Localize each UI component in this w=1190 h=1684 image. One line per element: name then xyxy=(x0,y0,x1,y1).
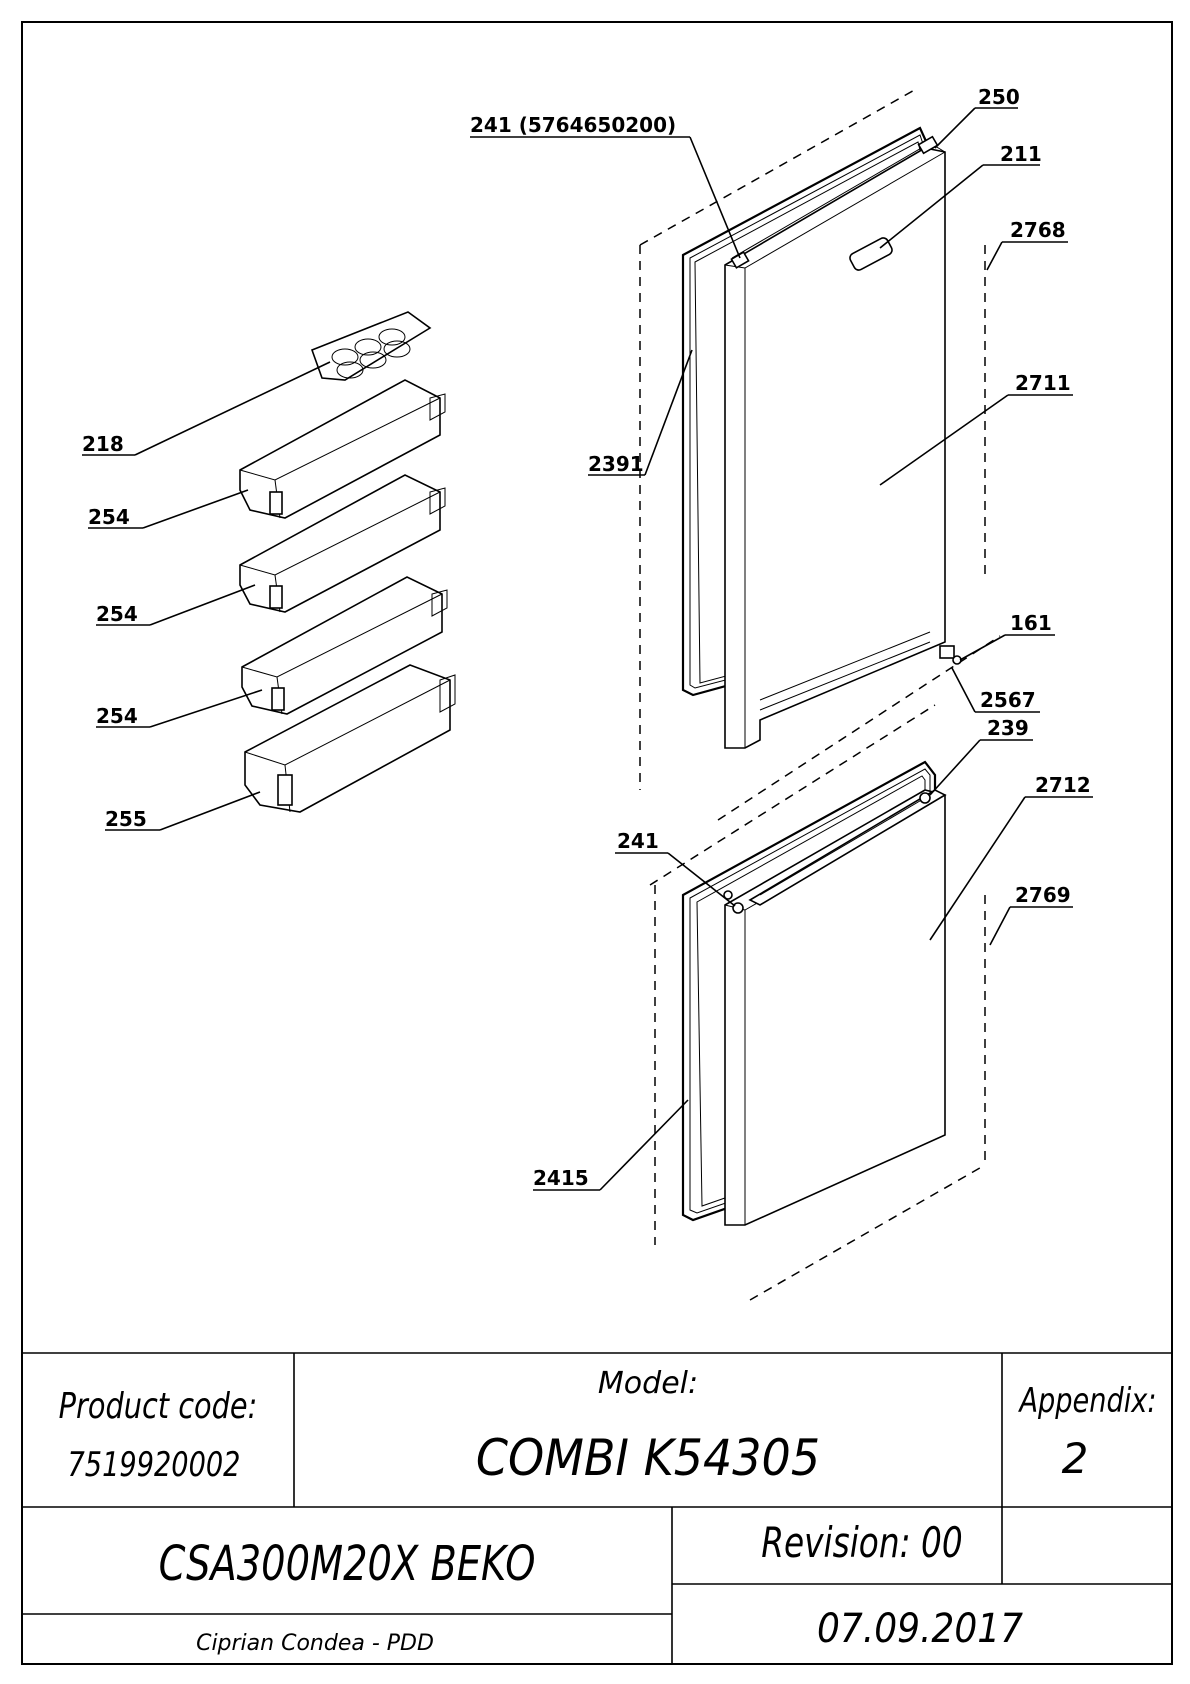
product-name: CSA300M20X BEKO xyxy=(159,1537,536,1592)
callout-241-bottom: 241 xyxy=(617,829,659,853)
appendix-label: Appendix: xyxy=(1018,1381,1157,1421)
appendix-value: 2 xyxy=(1062,1434,1089,1483)
callout-239: 239 xyxy=(987,716,1029,740)
upper-door-group xyxy=(639,87,1001,821)
callout-2712: 2712 xyxy=(1035,773,1091,797)
date: 07.09.2017 xyxy=(817,1605,1023,1651)
callout-161: 161 xyxy=(1010,611,1052,635)
callout-254-b: 254 xyxy=(96,602,138,626)
callout-218: 218 xyxy=(82,432,124,456)
callout-lines xyxy=(82,107,1093,1191)
door-shelf-254-b xyxy=(239,474,446,613)
sheet-border xyxy=(21,21,1173,1665)
title-block: Product code: 7519920002 Model: COMBI K5… xyxy=(22,1352,1172,1664)
product-code-label: Product code: xyxy=(59,1385,258,1427)
callout-labels: 241 (5764650200) 250 211 2768 2711 2391 … xyxy=(82,85,1091,1190)
model-label: Model: xyxy=(598,1366,698,1401)
upper-door-panel xyxy=(724,147,946,749)
callout-2567: 2567 xyxy=(980,688,1036,712)
product-code-value: 7519920002 xyxy=(68,1445,241,1485)
model-value: COMBI K54305 xyxy=(476,1429,820,1487)
callout-255: 255 xyxy=(105,807,147,831)
callout-2391: 2391 xyxy=(588,452,644,476)
lower-door-group xyxy=(649,704,986,1301)
callout-2415: 2415 xyxy=(533,1166,589,1190)
author: Ciprian Condea - PDD xyxy=(196,1631,434,1656)
lower-door-panel xyxy=(724,789,946,1226)
egg-tray-218 xyxy=(310,311,432,381)
callout-2769: 2769 xyxy=(1015,883,1071,907)
callout-211: 211 xyxy=(1000,142,1042,166)
callout-254-a: 254 xyxy=(88,505,130,529)
revision: Revision: 00 xyxy=(761,1518,962,1567)
callout-241-top: 241 (5764650200) xyxy=(470,113,676,137)
hinge-161 xyxy=(939,645,962,665)
door-shelf-254-c xyxy=(241,576,448,715)
callout-254-c: 254 xyxy=(96,704,138,728)
callout-250: 250 xyxy=(978,85,1020,109)
door-shelf-254-a xyxy=(239,379,446,519)
callout-2768: 2768 xyxy=(1010,218,1066,242)
callout-2711: 2711 xyxy=(1015,371,1071,395)
door-shelf-255 xyxy=(244,664,456,813)
